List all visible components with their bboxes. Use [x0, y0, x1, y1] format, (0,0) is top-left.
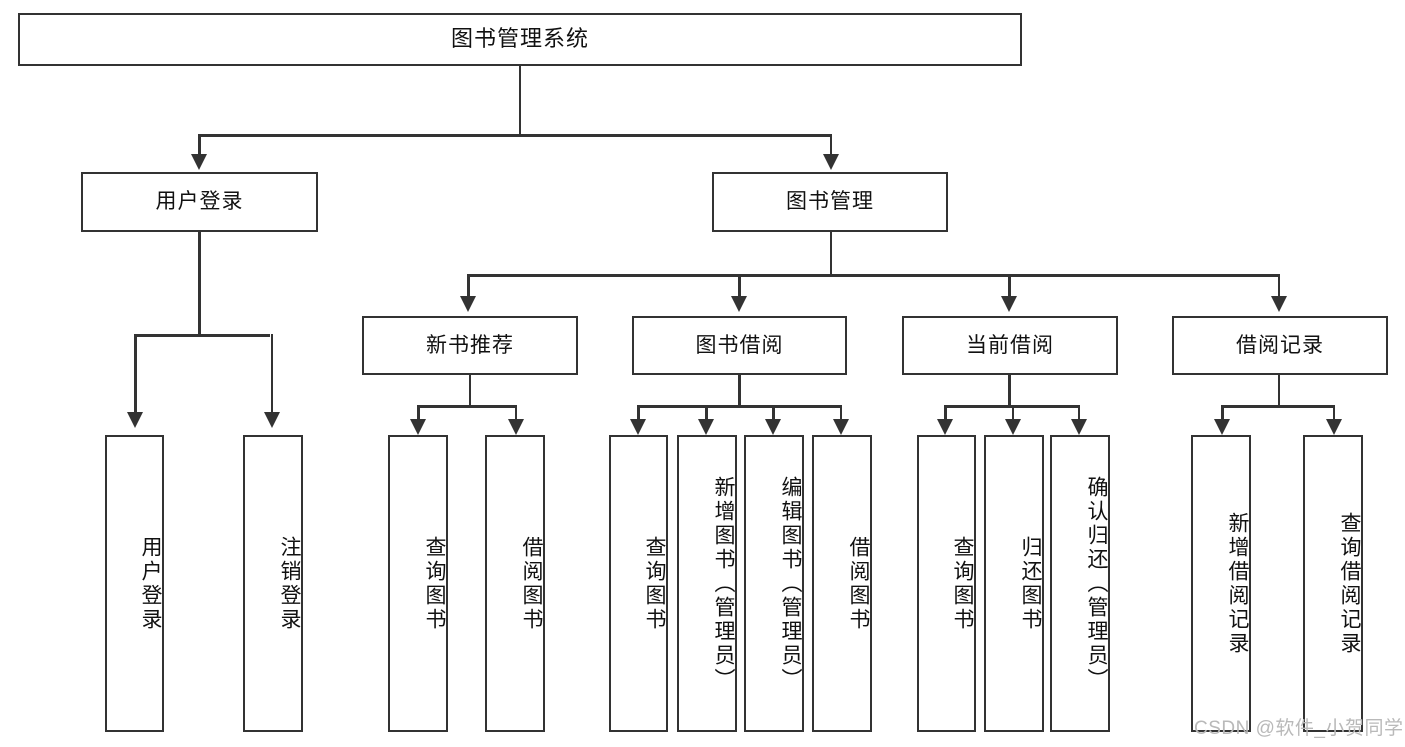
arrow-new-book-child-2	[507, 419, 524, 435]
edge-book-manage-child-2	[738, 274, 741, 298]
edge-user-login-child-2	[270, 334, 273, 414]
arrow-book-borrow-child-1	[630, 419, 647, 435]
edge-current-borrow-bus	[944, 405, 1078, 408]
leaf-book-borrow-borrow-book[interactable]: 借阅图书	[812, 435, 872, 732]
leaf-new-book-query-book[interactable]: 查询图书	[388, 435, 448, 732]
edge-current-borrow-stem	[1008, 375, 1011, 405]
arrow-book-borrow-child-3	[765, 419, 782, 435]
arrow-borrow-record-child-2	[1325, 419, 1342, 435]
leaf-user-login-logout[interactable]: 注销登录	[243, 435, 303, 732]
edge-borrow-record-child-2	[1332, 405, 1335, 423]
edge-root-bus	[198, 134, 832, 137]
edge-user-login-child-1	[134, 334, 137, 414]
edge-book-manage-bus	[467, 274, 1280, 277]
edge-book-manage-child-1	[467, 274, 470, 298]
leaf-label: 编辑图书（管理员）	[779, 475, 802, 692]
edge-book-manage-child-4	[1277, 274, 1280, 298]
leaf-borrow-record-add-record[interactable]: 新增借阅记录	[1191, 435, 1251, 732]
edge-new-book-stem	[468, 375, 472, 405]
edge-borrow-record-stem	[1277, 375, 1280, 405]
arrow-book-manage-child-3	[1001, 296, 1018, 312]
leaf-label: 归还图书	[1019, 535, 1042, 632]
edge-book-borrow-stem	[738, 375, 741, 405]
edge-new-book-bus	[417, 405, 517, 408]
node-user-login[interactable]: 用户登录	[81, 172, 318, 232]
node-book-manage[interactable]: 图书管理	[712, 172, 948, 232]
arrow-current-borrow-child-1	[937, 419, 954, 435]
leaf-label: 查询图书	[423, 535, 446, 632]
arrow-book-borrow-child-4	[832, 419, 849, 435]
edge-root-to-book-manage	[829, 134, 832, 156]
arrow-current-borrow-child-3	[1070, 419, 1087, 435]
arrow-user-login-child-1	[127, 412, 144, 428]
leaf-new-book-borrow-book[interactable]: 借阅图书	[485, 435, 545, 732]
leaf-book-borrow-add-book[interactable]: 新增图书（管理员）	[677, 435, 737, 732]
node-borrow-record[interactable]: 借阅记录	[1172, 316, 1388, 375]
leaf-label: 注销登录	[278, 535, 301, 632]
edge-book-borrow-bus	[637, 405, 842, 408]
edge-current-borrow-child-2	[1011, 405, 1014, 423]
leaf-current-borrow-confirm-return[interactable]: 确认归还（管理员）	[1050, 435, 1110, 732]
edge-current-borrow-child-3	[1077, 405, 1080, 423]
edge-book-manage-child-3	[1008, 274, 1011, 298]
leaf-label: 借阅图书	[520, 535, 543, 632]
node-book-borrow[interactable]: 图书借阅	[632, 316, 847, 375]
node-new-book-recommend[interactable]: 新书推荐	[362, 316, 578, 375]
leaf-book-borrow-query-book[interactable]: 查询图书	[609, 435, 668, 732]
arrow-root-to-user-login	[191, 154, 208, 170]
leaf-book-borrow-edit-book[interactable]: 编辑图书（管理员）	[744, 435, 804, 732]
arrow-book-manage-child-2	[731, 296, 748, 312]
edge-user-login-stem	[198, 232, 201, 334]
arrow-book-manage-child-4	[1270, 296, 1287, 312]
leaf-user-login-login[interactable]: 用户登录	[105, 435, 164, 732]
edge-root-stem	[518, 66, 522, 134]
leaf-current-borrow-return-book[interactable]: 归还图书	[984, 435, 1044, 732]
arrow-book-manage-child-1	[460, 296, 477, 312]
edge-new-book-child-2	[514, 405, 517, 423]
arrow-current-borrow-child-2	[1004, 419, 1021, 435]
arrow-user-login-child-2	[263, 412, 280, 428]
edge-book-borrow-child-3	[772, 405, 775, 423]
leaf-label: 查询借阅记录	[1338, 511, 1361, 656]
leaf-borrow-record-query-record[interactable]: 查询借阅记录	[1303, 435, 1363, 732]
edge-borrow-record-child-1	[1221, 405, 1224, 423]
leaf-current-borrow-query-book[interactable]: 查询图书	[917, 435, 976, 732]
edge-user-login-bus	[134, 334, 270, 337]
edge-root-to-user-login	[198, 134, 201, 156]
leaf-label: 新增借阅记录	[1226, 511, 1249, 656]
leaf-label: 查询图书	[643, 535, 666, 632]
edge-book-borrow-child-1	[637, 405, 640, 423]
node-current-borrow[interactable]: 当前借阅	[902, 316, 1118, 375]
leaf-label: 查询图书	[951, 535, 974, 632]
arrow-borrow-record-child-1	[1214, 419, 1231, 435]
leaf-label: 借阅图书	[847, 535, 870, 632]
arrow-new-book-child-1	[410, 419, 427, 435]
edge-book-borrow-child-4	[839, 405, 842, 423]
edge-current-borrow-child-1	[944, 405, 947, 423]
edge-book-manage-stem	[829, 232, 832, 274]
edge-borrow-record-bus	[1221, 405, 1335, 408]
leaf-label: 确认归还（管理员）	[1085, 475, 1108, 692]
node-root-system[interactable]: 图书管理系统	[18, 13, 1022, 66]
edge-book-borrow-child-2	[705, 405, 708, 423]
arrow-root-to-book-manage	[822, 154, 839, 170]
leaf-label: 新增图书（管理员）	[712, 475, 735, 692]
arrow-book-borrow-child-2	[698, 419, 715, 435]
leaf-label: 用户登录	[139, 535, 162, 632]
edge-new-book-child-1	[417, 405, 420, 423]
